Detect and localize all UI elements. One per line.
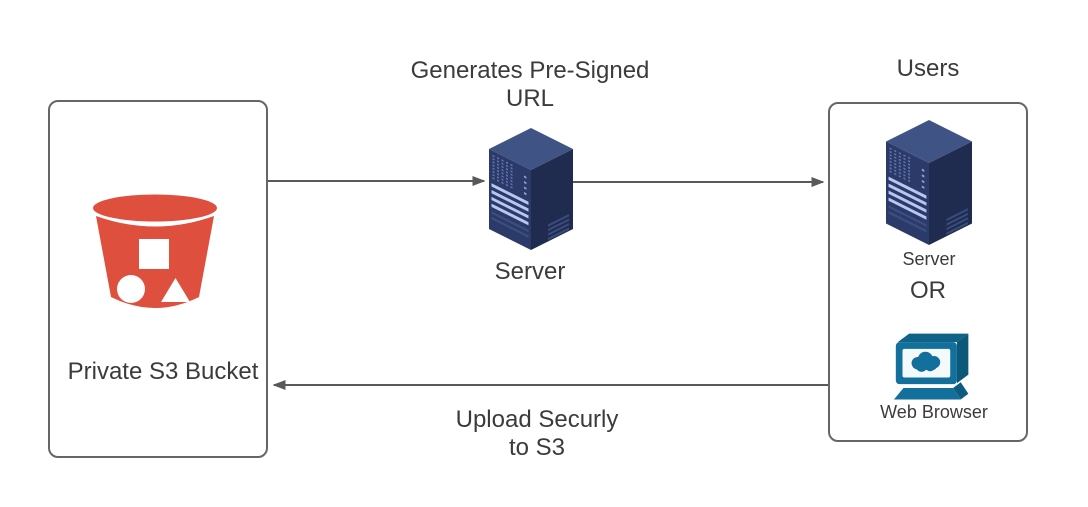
users-server-icon [886,120,972,245]
s3-bucket-icon [93,194,217,308]
upload-securely-label: Upload Securly to S3 [433,406,641,462]
private-s3-bucket-label: Private S3 Bucket [67,358,259,385]
server-icon [489,128,573,250]
middle-server-label: Server [494,258,566,285]
users-server-label: Server [902,249,956,269]
generates-presigned-url-label: Generates Pre-Signed URL [410,57,650,112]
or-label: OR [910,277,946,304]
web-browser-icon [893,333,969,400]
users-title: Users [896,55,960,82]
web-browser-label: Web Browser [880,402,988,422]
